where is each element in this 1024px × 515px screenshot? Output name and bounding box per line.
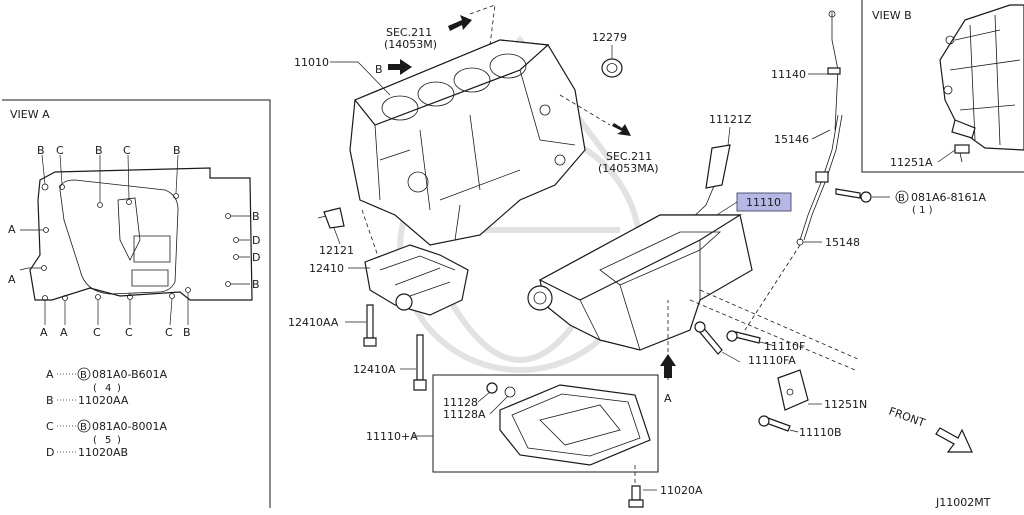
label-11140: 11140 xyxy=(771,68,806,81)
view-a-letter-b5: B xyxy=(252,278,260,291)
view-a-oil-pan-outline xyxy=(29,167,253,301)
label-sec-211-mid: SEC.211 xyxy=(606,150,652,163)
view-a-letter-b3: B xyxy=(173,144,181,157)
label-15146: 15146 xyxy=(774,133,809,146)
view-a-letter-b6: B xyxy=(183,326,191,339)
part-11110: 11110 xyxy=(711,192,792,219)
label-11251a: 11251A xyxy=(890,156,933,169)
bolt-b-icon: B xyxy=(898,193,905,204)
legend-qty-c: 5 xyxy=(105,435,111,446)
view-a-letter-a1: A xyxy=(8,223,16,236)
svg-text:(: ( xyxy=(93,435,97,446)
label-11121z: 11121Z xyxy=(709,113,752,126)
view-a-letter-a3: A xyxy=(40,326,48,339)
sensor-12121: 12121 xyxy=(317,207,381,263)
view-a-letter-b1: B xyxy=(37,144,45,157)
label-12410aa: 12410AA xyxy=(288,316,339,329)
legend-value-b: 11020AA xyxy=(78,394,129,407)
label-12121: 12121 xyxy=(319,244,354,257)
label-11010: 11010 xyxy=(294,56,329,69)
front-arrow-icon xyxy=(935,427,973,453)
legend-qty-a: 4 xyxy=(105,383,111,394)
bolt-11020a: 11020A xyxy=(628,484,703,508)
bolt-11110b: 11110B xyxy=(758,415,842,439)
label-view-a-arrow: A xyxy=(664,392,672,405)
bolt-12410aa: 12410AA xyxy=(288,304,377,347)
label-11128: 11128 xyxy=(443,396,478,409)
label-12410a: 12410A xyxy=(353,363,396,376)
label-15148: 15148 xyxy=(825,236,860,249)
view-b-arrow-icon xyxy=(388,59,412,75)
view-a-letter-a2: A xyxy=(8,273,16,286)
legend-key-c: C xyxy=(46,420,54,433)
legend-value-d: 11020AB xyxy=(78,446,128,459)
svg-text:): ) xyxy=(117,435,121,446)
label-081a6-qty: ( 1 ) xyxy=(912,205,933,216)
legend-key-b: B xyxy=(46,394,54,407)
bolt-081a6-8161a: B 081A6-8161A ( 1 ) xyxy=(835,188,986,216)
label-11110f: 11110F xyxy=(764,340,805,353)
legend-value-a: 081A0-B601A xyxy=(92,368,168,381)
label-081a6-8161a: 081A6-8161A xyxy=(911,191,986,204)
svg-text:(: ( xyxy=(93,383,97,394)
dipstick-guide-11121z: 11121Z xyxy=(689,113,752,221)
view-b-panel: VIEW B 11251A xyxy=(861,0,1024,173)
oil-pan-lower-group: 11128 11128A 11110+A xyxy=(366,374,659,485)
view-a-arrow: A xyxy=(660,300,676,405)
label-11020a: 11020A xyxy=(660,484,703,497)
view-a-letter-c1: C xyxy=(56,144,64,157)
view-b-title: VIEW B xyxy=(872,9,912,22)
sec-211-callouts: SEC.211 (14053M) SEC.211 (14053MA) xyxy=(384,4,659,175)
oil-pan-upper xyxy=(527,214,753,351)
legend-bolt-icon-c: B xyxy=(80,422,87,433)
view-a-letter-d1: D xyxy=(252,234,260,247)
view-a-panel: VIEW A B C B C B A A B D D B A A C C C B xyxy=(2,99,271,508)
bracket-11251n: 11251N xyxy=(777,369,867,411)
label-11128a: 11128A xyxy=(443,408,486,421)
legend-key-d: D xyxy=(46,446,54,459)
label-11251n: 11251N xyxy=(824,398,867,411)
label-sec-211-top: SEC.211 xyxy=(386,26,432,39)
label-11110-plus-a: 11110+A xyxy=(366,430,418,443)
bolts-11110f: 11110F 11110FA xyxy=(689,289,861,371)
view-a-letter-a4: A xyxy=(60,326,68,339)
view-a-letter-c2: C xyxy=(123,144,131,157)
label-12279: 12279 xyxy=(592,31,627,44)
view-a-letter-b4: B xyxy=(252,210,260,223)
front-indicator: FRONT xyxy=(887,405,973,453)
view-a-title: VIEW A xyxy=(10,108,50,121)
view-a-letter-d2: D xyxy=(252,251,260,264)
cylinder-block xyxy=(349,39,586,246)
label-front: FRONT xyxy=(887,405,927,430)
label-11110: 11110 xyxy=(746,196,781,209)
view-a-letter-b2: B xyxy=(95,144,103,157)
diagram-code: J11002MT xyxy=(935,496,991,509)
view-a-letter-c3: C xyxy=(93,326,101,339)
svg-text:): ) xyxy=(117,383,121,394)
legend-value-c: 081A0-8001A xyxy=(92,420,167,433)
main-bearing-beam-12410: 12410 xyxy=(309,244,469,316)
view-a-legend: A B 081A0-B601A ( 4 ) B 11020AA C B 081A… xyxy=(46,367,168,459)
label-sec-211-mid-ref: (14053MA) xyxy=(598,162,659,175)
bolt-12410a: 12410A xyxy=(353,334,427,391)
block-labels: 11010 B xyxy=(294,56,412,96)
label-view-b-arrow: B xyxy=(375,63,383,76)
label-12410: 12410 xyxy=(309,262,344,275)
crank-seal-12279: 12279 xyxy=(592,31,627,78)
view-a-letter-c5: C xyxy=(165,326,173,339)
legend-bolt-icon-a: B xyxy=(80,370,87,381)
dipstick-assembly: 11140 15146 15148 xyxy=(744,10,860,331)
legend-key-a: A xyxy=(46,368,54,381)
label-sec-211-top-ref: (14053M) xyxy=(384,38,437,51)
label-11110fa: 11110FA xyxy=(748,354,796,367)
label-11110b: 11110B xyxy=(799,426,842,439)
view-a-letter-c4: C xyxy=(125,326,133,339)
